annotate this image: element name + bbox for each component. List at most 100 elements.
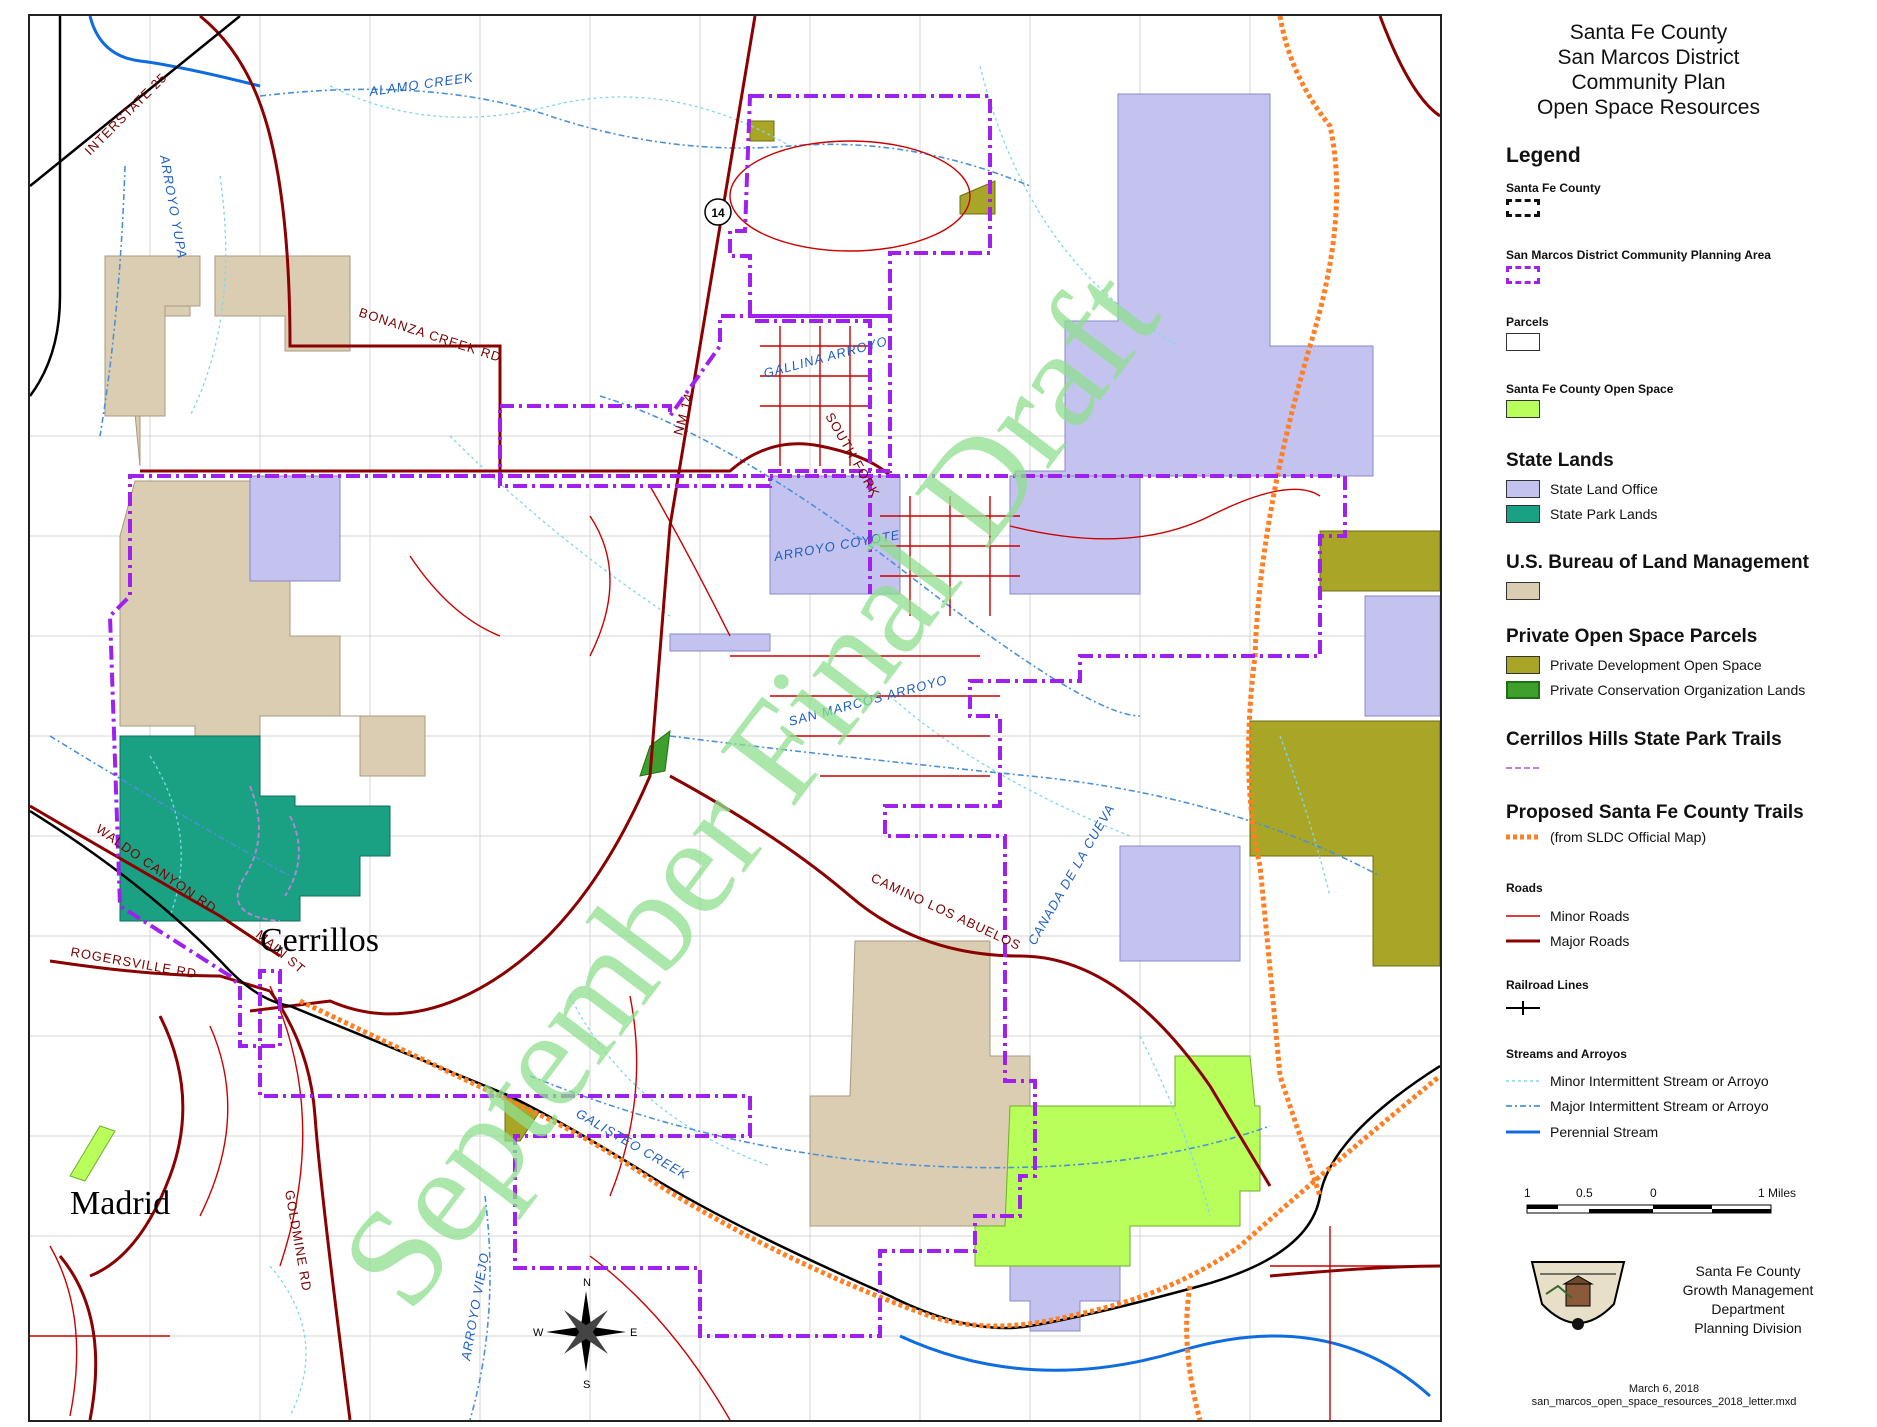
- legend-santa-fe-county-label: Santa Fe County: [1506, 181, 1601, 195]
- minor-streams: [149, 65, 1331, 1417]
- legend-planning-area: [1506, 266, 1550, 284]
- legend-state-park-lands: State Park Lands: [1506, 505, 1657, 523]
- agency-line-2: Growth Management: [1682, 1282, 1814, 1298]
- county-open-space-swatch: [1506, 400, 1540, 418]
- railroad-swatch: [1506, 999, 1540, 1017]
- agency-line-1: Santa Fe County: [1695, 1263, 1801, 1279]
- minor-roads: [30, 140, 1440, 1420]
- perennial-stream-swatch: [1506, 1123, 1540, 1141]
- compass-n: N: [583, 1277, 591, 1289]
- proposed-trails-swatch: [1506, 828, 1540, 846]
- minor-stream-label: Minor Intermittent Stream or Arroyo: [1550, 1073, 1769, 1089]
- legend-railroad-heading: Railroad Lines: [1506, 978, 1589, 992]
- parcels-swatch: [1506, 333, 1540, 351]
- legend-panel: Santa Fe County San Marcos District Comm…: [1440, 14, 1877, 1418]
- proposed-trails: [298, 16, 1440, 1420]
- legend-parcels: [1506, 333, 1550, 351]
- legend-proposed-trails-heading: Proposed Santa Fe County Trails: [1506, 802, 1804, 823]
- scale-label-miles: 1 Miles: [1758, 1186, 1797, 1200]
- legend-county-open-space-label: Santa Fe County Open Space: [1506, 382, 1674, 396]
- scale-label-0: 0: [1650, 1186, 1657, 1200]
- scale-label-1: 1: [1524, 1186, 1531, 1200]
- route-14-shield: 14: [704, 198, 732, 226]
- state-park-lands-label: State Park Lands: [1550, 506, 1658, 522]
- private-conservation-swatch: [1506, 681, 1540, 699]
- label-madrid: Madrid: [70, 1185, 170, 1222]
- planning-area-swatch: [1506, 266, 1540, 284]
- legend-blm: [1506, 582, 1550, 600]
- compass-e: E: [630, 1327, 637, 1339]
- title-line-2: San Marcos District: [1557, 46, 1740, 69]
- scale-label-half: 0.5: [1576, 1186, 1593, 1200]
- county-boundary-swatch: [1506, 199, 1540, 217]
- state-land-office-label: State Land Office: [1550, 481, 1658, 497]
- title-line-4: Open Space Resources: [1537, 96, 1760, 119]
- private-conservation-lands: [639, 729, 671, 777]
- cerrillos-trails-swatch: [1506, 759, 1540, 777]
- agency-line-4: Planning Division: [1694, 1320, 1802, 1336]
- footer-date: March 6, 2018: [1628, 1383, 1700, 1395]
- blm-lands: [104, 255, 1031, 1227]
- major-roads-label: Major Roads: [1550, 933, 1630, 949]
- label-canada-de-la-cueva: CANADA DE LA CUEVA: [1025, 801, 1118, 947]
- perennial-streams: [88, 16, 1432, 1398]
- legend-parcels-label: Parcels: [1506, 315, 1549, 329]
- legend-minor-roads: Minor Roads: [1506, 907, 1629, 925]
- legend-perennial-stream: Perennial Stream: [1506, 1123, 1658, 1141]
- footer: March 6, 2018 san_marcos_open_space_reso…: [1504, 1383, 1824, 1409]
- major-stream-label: Major Intermittent Stream or Arroyo: [1550, 1098, 1769, 1114]
- legend-streams-heading: Streams and Arroyos: [1506, 1047, 1627, 1061]
- agency-block: Santa Fe County Growth Management Depart…: [1658, 1262, 1838, 1338]
- private-conservation-label: Private Conservation Organization Lands: [1550, 682, 1806, 698]
- footer-filename: san_marcos_open_space_resources_2018_let…: [1531, 1396, 1797, 1408]
- perennial-stream-label: Perennial Stream: [1550, 1124, 1659, 1140]
- minor-roads-label: Minor Roads: [1550, 908, 1630, 924]
- legend-cerrillos-trails-heading: Cerrillos Hills State Park Trails: [1506, 729, 1782, 750]
- major-roads: [30, 16, 1440, 1420]
- state-land-office: [249, 93, 1440, 1332]
- title-line-1: Santa Fe County: [1569, 21, 1728, 44]
- legend-minor-stream: Minor Intermittent Stream or Arroyo: [1506, 1072, 1769, 1090]
- county-open-space-madrid: [69, 1125, 116, 1182]
- map-title: Santa Fe County San Marcos District Comm…: [1440, 20, 1877, 120]
- scale-bar-graphic: [1526, 1204, 1772, 1214]
- legend-state-lands-heading: State Lands: [1506, 450, 1614, 471]
- legend-state-land-office: State Land Office: [1506, 480, 1658, 498]
- legend-private-conservation: Private Conservation Organization Lands: [1506, 681, 1805, 699]
- legend-county-open-space: [1506, 400, 1550, 418]
- legend-planning-area-label: San Marcos District Community Planning A…: [1506, 248, 1771, 262]
- private-development-label: Private Development Open Space: [1550, 657, 1762, 673]
- label-rogersville-rd: ROGERSVILLE RD: [69, 944, 198, 981]
- major-stream-swatch: [1506, 1097, 1540, 1115]
- route-14-shield-number: 14: [711, 206, 725, 220]
- agency-line-3: Department: [1711, 1301, 1785, 1317]
- legend-major-stream: Major Intermittent Stream or Arroyo: [1506, 1097, 1769, 1115]
- label-nm-14: NM 14: [670, 391, 696, 437]
- major-roads-swatch: [1506, 932, 1540, 950]
- label-interstate-25: INTERSTATE 25: [82, 70, 170, 158]
- legend-heading: Legend: [1506, 144, 1581, 167]
- minor-stream-swatch: [1506, 1072, 1540, 1090]
- map-frame[interactable]: INTERSTATE 25 BONANZA CREEK RD NM 14 SOU…: [28, 14, 1442, 1422]
- state-park-lands-swatch: [1506, 505, 1540, 523]
- state-land-office-swatch: [1506, 480, 1540, 498]
- proposed-trails-note: (from SLDC Official Map): [1550, 829, 1707, 845]
- label-arroyo-yupa: ARROYO YUPA: [157, 153, 190, 260]
- legend-santa-fe-county: [1506, 199, 1550, 217]
- compass-w: W: [533, 1327, 544, 1339]
- legend-cerrillos-trails: [1506, 759, 1550, 777]
- private-development-swatch: [1506, 656, 1540, 674]
- label-bonanza-creek-rd: BONANZA CREEK RD: [357, 305, 503, 365]
- planning-area-boundary: [107, 94, 1347, 1338]
- legend-major-roads: Major Roads: [1506, 932, 1629, 950]
- legend-private-development: Private Development Open Space: [1506, 656, 1762, 674]
- compass-s: S: [583, 1379, 590, 1391]
- legend-private-heading: Private Open Space Parcels: [1506, 626, 1758, 647]
- title-line-3: Community Plan: [1571, 71, 1726, 94]
- map-canvas[interactable]: INTERSTATE 25 BONANZA CREEK RD NM 14 SOU…: [30, 16, 1440, 1420]
- legend-railroad: [1506, 999, 1550, 1017]
- state-park-lands: [119, 735, 391, 922]
- legend-proposed-trails: (from SLDC Official Map): [1506, 828, 1706, 846]
- cerrillos-hills-trails: [236, 785, 300, 922]
- major-streams: [49, 88, 1381, 1420]
